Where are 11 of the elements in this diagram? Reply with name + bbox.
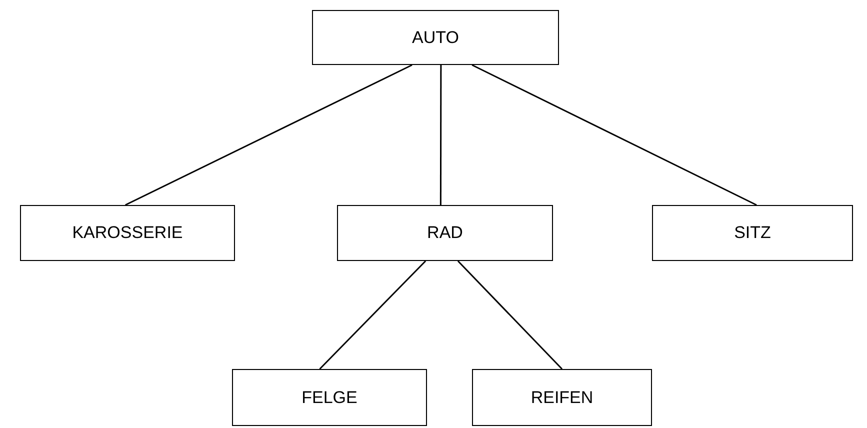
connector-line bbox=[125, 64, 412, 206]
connector-line bbox=[319, 260, 426, 370]
tree-box: SITZ bbox=[652, 205, 853, 261]
connector-line bbox=[440, 65, 442, 205]
tree-box: RAD bbox=[337, 205, 553, 261]
tree-box: AUTO bbox=[312, 10, 559, 65]
connector-line bbox=[472, 64, 757, 206]
tree-box: FELGE bbox=[232, 369, 427, 426]
connector-line bbox=[457, 260, 563, 370]
tree-box: REIFEN bbox=[472, 369, 652, 426]
tree-box: KAROSSERIE bbox=[20, 205, 235, 261]
